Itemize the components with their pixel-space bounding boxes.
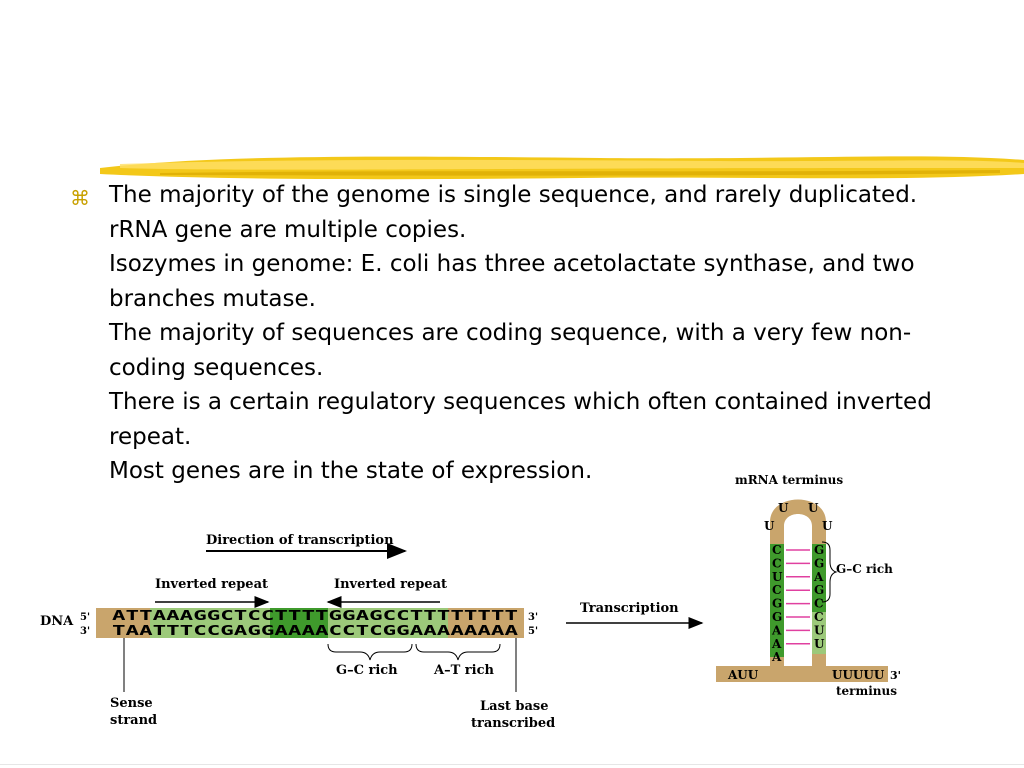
three-prime-bottom: 3' (80, 626, 90, 637)
transcription-label: Transcription (580, 601, 679, 616)
three-prime-top: 3' (528, 612, 538, 623)
body-text: The majority of the genome is single seq… (109, 178, 949, 489)
hairpin-left-base-8: A (771, 637, 782, 651)
hairpin-right-base-8: U (814, 637, 825, 651)
yellow-highlight-stroke (100, 156, 1024, 180)
direction-label: Direction of transcription (206, 533, 394, 548)
hairpin-right-base-2: G (814, 556, 824, 570)
loop-u-4: U (822, 519, 833, 533)
five-prime-top: 5' (80, 612, 90, 623)
hairpin-right-joint (812, 654, 826, 668)
hairpin-loop (770, 499, 826, 544)
hairpin-right-stem-tan (812, 612, 826, 657)
loop-shade (270, 608, 328, 638)
sense-strand-label-2: strand (110, 713, 157, 728)
hairpin-right-base-3: A (813, 570, 824, 584)
loop-u-2: U (808, 501, 819, 515)
tail-right: UUUUU (832, 668, 885, 682)
top-strand-sequence: ATTAAAGGCTCCTTTTGGAGCCTTTTTTTT (112, 609, 518, 624)
line-4: The majority of sequences are coding seq… (109, 320, 912, 381)
hairpin-left-stem (770, 544, 784, 669)
hairpin-right-base-4: G (814, 583, 824, 597)
hairpin-tail-base (716, 666, 888, 682)
hairpin-right-base-7: U (814, 623, 825, 637)
right-repeat-shade (328, 608, 448, 638)
hairpin-left-base-9: A (771, 650, 782, 664)
hairpin-right-base-5: C (814, 597, 824, 611)
hairpin-left-base-5: G (772, 597, 782, 611)
last-base-label-2: transcribed (471, 716, 555, 731)
inverted-repeat-left-label: Inverted repeat (155, 577, 268, 592)
transcription-terminator-diagram: Direction of transcription Inverted repe… (40, 473, 901, 731)
hairpin-left-base-3: U (772, 570, 783, 584)
mrna-terminus-label: mRNA terminus (735, 473, 843, 487)
loop-u-3: U (764, 519, 775, 533)
hairpin-left-base-1: C (772, 543, 782, 557)
hairpin-left-base-6: G (772, 610, 782, 624)
at-rich-label: A–T rich (433, 663, 494, 678)
hairpin-left-joint (770, 657, 784, 669)
bottom-rule (0, 764, 1024, 765)
hairpin-left-base-4: C (772, 583, 782, 597)
gc-rich-label: G–C rich (336, 663, 398, 678)
bottom-strand-sequence: TAATTTCCGAGGAAAACCTCGGAAAAAAAA (112, 624, 518, 639)
left-repeat-shade (150, 608, 270, 638)
hairpin-left-base-2: C (772, 556, 782, 570)
line-3: Isozymes in genome: E. coli has three ac… (109, 251, 915, 312)
at-rich-brace (415, 643, 501, 661)
hairpin-right-base-1: G (814, 543, 824, 557)
loop-u-1: U (778, 501, 789, 515)
hairpin-left-base-7: A (771, 623, 782, 637)
hairpin-right-base-6: C (814, 610, 824, 624)
line-1: The majority of the genome is single seq… (109, 182, 918, 208)
last-base-label-1: Last base (480, 699, 549, 714)
sense-strand-label-1: Sense (110, 696, 153, 711)
five-prime-bottom: 5' (528, 626, 538, 637)
hairpin-gc-label: G–C rich (836, 562, 893, 576)
terminus-label: terminus (836, 684, 897, 698)
line-5: There is a certain regulatory sequences … (109, 389, 932, 450)
inverted-repeat-right-label: Inverted repeat (334, 577, 447, 592)
line-2: rRNA gene are multiple copies. (109, 216, 467, 243)
terminus-3-prime: 3' (890, 669, 901, 682)
tail-left: AUU (727, 668, 759, 682)
gc-rich-brace (327, 643, 413, 661)
dna-label: DNA (40, 614, 74, 629)
hairpin-gc-brace (821, 541, 838, 603)
line-6: Most genes are in the state of expressio… (109, 458, 593, 484)
place-of-interest-icon: ⌘ (70, 186, 90, 210)
